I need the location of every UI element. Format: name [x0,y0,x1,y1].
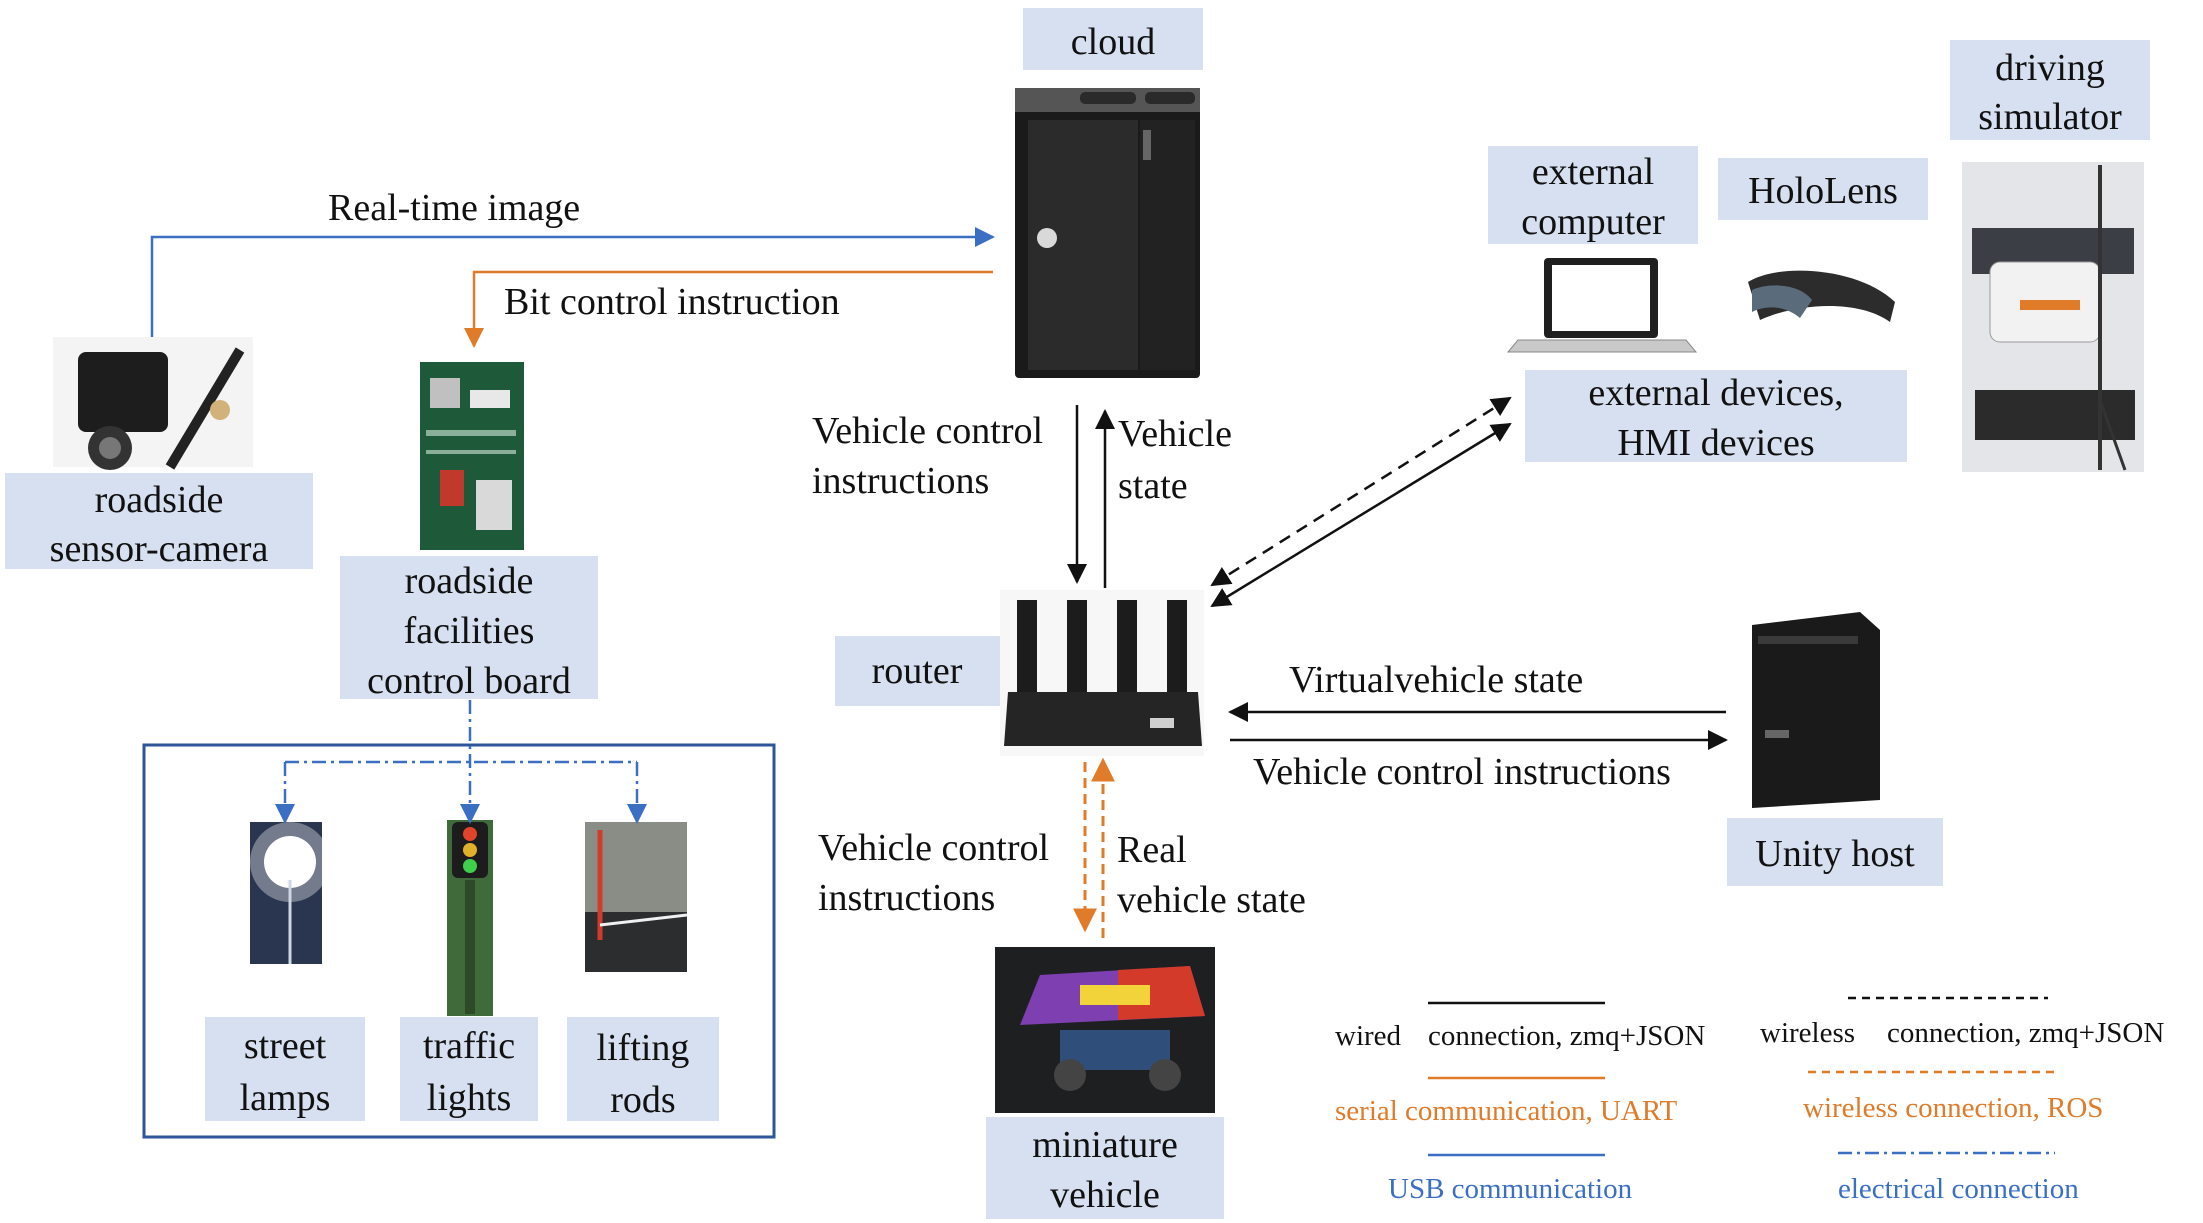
real-time-image-arrow [150,227,995,337]
legend-wireless-label: connection, zmq+JSON [1887,1017,2164,1049]
vehicle-down-label-line2: instructions [818,877,995,919]
roadside-facilities-frame [142,743,776,1139]
router-external-wired-arrow [1210,422,1512,608]
traffic-light-photo [447,820,493,1016]
traffic-lights-label-line2: lights [427,1077,511,1119]
external-hmi-devices: external devices, HMI devices [1525,370,1907,464]
miniature-vehicle-photo [995,947,1215,1113]
cloud-down-label-line1: Vehicle control [812,410,1043,452]
street-lamps-label-line2: lamps [240,1077,331,1119]
driving-simulator-photo [1962,162,2144,472]
street-lamp-photo [250,822,330,964]
legend-wireless-prefix: wireless [1760,1017,1855,1049]
roadside-sensor-camera: roadside sensor-camera [5,337,313,570]
vehicle-down-label-line1: Vehicle control [818,827,1049,869]
miniature-vehicle-label-line1: miniature [1032,1124,1178,1166]
circuit-board-photo [420,362,524,550]
vehicle-up-label-line1: Real [1117,829,1187,871]
legend-electrical-label: electrical connection [1838,1173,2079,1205]
router-external-wireless-arrow [1210,396,1512,587]
driving-simulator-label-box [1950,40,2150,140]
router-label: router [872,650,963,692]
external-computer-label-line2: computer [1521,201,1665,243]
traffic-lights-label-line1: traffic [423,1025,515,1067]
external-devices-label-line1: external devices, [1588,372,1843,414]
cloud-up-label-line1: Vehicle [1118,413,1232,455]
lifting-rods-label-line1: lifting [597,1027,690,1069]
traffic-lights-label-box [400,1017,538,1121]
cloud-label: cloud [1071,21,1155,63]
legend-electrical: electrical connection [1838,1151,2079,1205]
external-computer: external computer [1488,146,1698,353]
control-board-label-line3: control board [367,660,571,702]
unity-control-label: Vehicle control instructions [1253,751,1671,793]
miniature-vehicle-label-line2: vehicle [1050,1174,1160,1216]
legend: wired connection, zmq+JSON wireless conn… [1335,996,2164,1205]
bit-control-label: Bit control instruction [504,281,840,323]
roadside-camera-label-line1: roadside [95,479,224,521]
laptop-icon [1506,258,1698,353]
legend-wired-label: connection, zmq+JSON [1428,1020,1705,1052]
roadside-facilities-control-board: roadside facilities control board [340,362,598,702]
router-icon [1000,590,1204,756]
street-lamps-label-box [205,1017,365,1121]
traffic-lights: traffic lights [400,820,538,1121]
external-computer-label-box [1488,146,1698,244]
external-devices-label-line2: HMI devices [1617,422,1814,464]
driving-simulator-label-line2: simulator [1978,96,2122,138]
unity-host-label-box [1727,818,1943,886]
virtual-state-label: Virtualvehicle state [1289,659,1583,701]
vehicle-up-label-line2: vehicle state [1117,879,1306,921]
lifting-rods: lifting rods [567,822,719,1121]
tower-server-icon [1015,88,1200,378]
driving-simulator-label-line1: driving [1995,47,2105,89]
cloud-down-label-line2: instructions [812,460,989,502]
legend-usb: USB communication [1388,1153,1633,1205]
camera-photo [53,337,253,470]
unity-host-label: Unity host [1755,833,1915,875]
lifting-rods-label-box [567,1017,719,1121]
hololens-headset-icon [1748,270,1895,322]
unity-host: Unity host [1727,612,1943,886]
lifting-rod-photo [585,822,688,972]
legend-serial-label: serial communication, UART [1335,1095,1677,1127]
router: router [835,590,1204,756]
driving-simulator: driving simulator [1950,40,2150,472]
cloud-server: cloud [1015,8,1203,378]
bit-control-arrow [464,270,993,348]
legend-wireless-ros: wireless connection, ROS [1803,1070,2103,1124]
street-lamps: street lamps [205,822,365,1121]
lifting-rods-label-line2: rods [610,1079,675,1121]
legend-wireless-ros-label: wireless connection, ROS [1803,1092,2103,1124]
miniature-vehicle-label-box [986,1117,1224,1219]
control-board-label-line2: facilities [404,610,535,652]
legend-usb-label: USB communication [1388,1173,1633,1205]
real-time-image-label: Real-time image [328,187,580,229]
street-lamps-label-line1: street [244,1025,327,1067]
roadside-camera-label-line2: sensor-camera [50,528,269,570]
external-devices-label-box [1525,370,1907,462]
hololens-label: HoloLens [1748,170,1898,212]
control-board-label-line1: roadside [405,560,534,602]
cloud-label-box [1023,8,1203,70]
router-label-box [835,636,1000,706]
control-board-label-box [340,556,598,699]
legend-wireless: wireless connection, zmq+JSON [1760,996,2164,1049]
legend-wired: wired connection, zmq+JSON [1335,1001,1705,1052]
external-computer-label-line1: external [1532,151,1654,193]
hololens: HoloLens [1718,158,1928,322]
miniature-vehicle: miniature vehicle [986,947,1224,1219]
hololens-label-box [1718,158,1928,220]
legend-wired-prefix: wired [1335,1020,1402,1052]
desktop-tower-icon [1752,612,1880,808]
cloud-up-label-line2: state [1118,465,1188,507]
legend-serial: serial communication, UART [1335,1076,1677,1127]
roadside-camera-label-box [5,473,313,569]
